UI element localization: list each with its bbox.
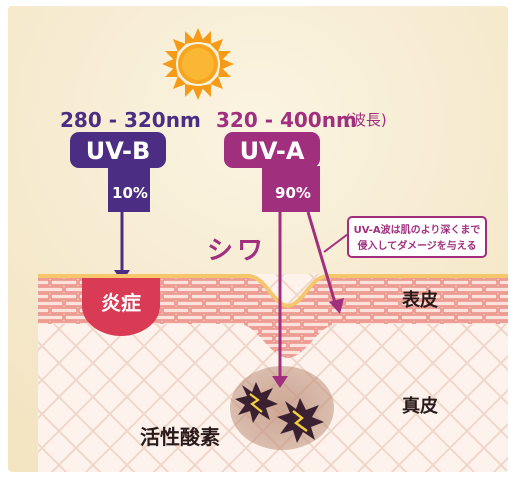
- uva-ray: [262, 166, 320, 212]
- callout-line-2: 侵入してダメージを与える: [357, 239, 477, 252]
- uvb-wavelength: 280 - 320nm: [60, 108, 201, 132]
- skin-surface: [38, 274, 508, 309]
- uv-skin-diagram: 280 - 320nm 320 - 400nm (波長) UV-B UV-A 1…: [8, 6, 508, 472]
- callout-line-1: UV-A波は肌のより深くまで: [354, 223, 481, 236]
- uva-label: UV-A: [240, 137, 305, 165]
- uvb-percent: 10%: [112, 184, 148, 202]
- ros-label: 活性酸素: [140, 425, 220, 449]
- uvb-badge: UV-B: [70, 132, 166, 168]
- damage-burst-icon: [277, 398, 324, 443]
- inflammation-label: 炎症: [101, 291, 141, 315]
- uva-wavelength: 320 - 400nm: [216, 108, 357, 132]
- uva-wavelength-note: (波長): [345, 111, 387, 129]
- wrinkle-label: シワ: [207, 236, 267, 266]
- uvb-label: UV-B: [86, 137, 151, 165]
- uva-badge: UV-A: [224, 132, 320, 168]
- dermis-label: 真皮: [402, 395, 438, 417]
- uva-percent: 90%: [275, 184, 311, 202]
- uva-arrowhead-deep: [272, 376, 288, 388]
- sun-icon: [162, 28, 234, 100]
- epidermis-label: 表皮: [402, 289, 438, 311]
- uva-callout: UV-A波は肌のより深くまで 侵入してダメージを与える: [347, 216, 487, 258]
- uva-arrowhead-shallow: [329, 298, 344, 314]
- inflammation-area: [82, 278, 160, 336]
- damage-burst-icon: [235, 382, 278, 423]
